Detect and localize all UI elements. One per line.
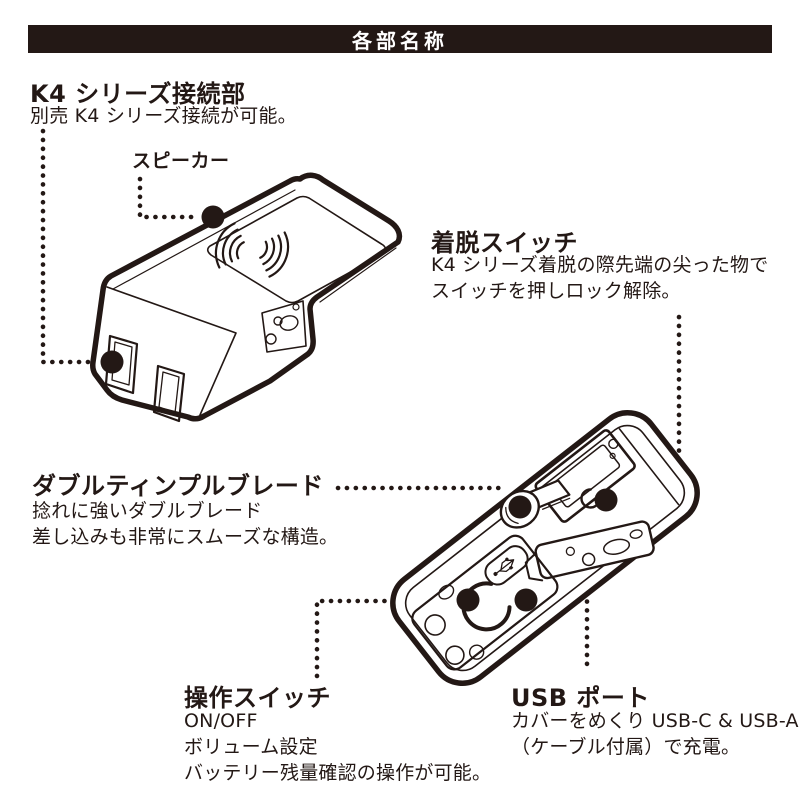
- usb-port-desc-line: カバーをめくり USB-C & USB-A: [511, 710, 799, 732]
- speaker-label: スピーカー: [132, 150, 230, 172]
- blade-desc-line: 差し込みも非常にスムーズな構造。: [32, 526, 339, 548]
- k4-connector-callout-dot: [100, 350, 124, 374]
- control-switch-desc-line: バッテリー残量確認の操作が可能。: [184, 762, 492, 784]
- control-button-ring: [461, 581, 512, 632]
- leader-speaker: [137, 176, 201, 220]
- leader-control-switch: [314, 598, 455, 679]
- detach-switch-desc: K4 シリーズ着脱の際先端の尖った物で スイッチを押しロック解除。: [431, 252, 768, 304]
- blade-desc: 捻れに強いダブルブレード 差し込みも非常にスムーズな構造。: [32, 498, 338, 550]
- k4-connector-title: K4 シリーズ接続部: [30, 80, 246, 108]
- detach-switch-desc-line: スイッチを押しロック解除。: [431, 280, 681, 302]
- latch-compartment: [524, 520, 655, 582]
- section-title-banner: 各部名称: [28, 25, 772, 53]
- usb-port-desc-line: （ケーブル付属）で充電。: [511, 736, 741, 758]
- k4-connector-desc: 別売 K4 シリーズ接続が可能。: [30, 105, 297, 127]
- speaker-callout-dot: [201, 205, 225, 229]
- detach-switch-title: 着脱スイッチ: [431, 229, 578, 257]
- control-switch-desc-line: ON/OFF: [184, 710, 258, 732]
- detach-switch-callout-dot: [594, 488, 618, 512]
- leader-usb-port: [540, 598, 590, 670]
- device-top-view-illustration: [390, 409, 700, 687]
- section-title: 各部名称: [352, 28, 448, 53]
- usb-icon: [493, 557, 515, 576]
- control-switch-title: 操作スイッチ: [184, 684, 331, 712]
- blade-title: ダブルティンプルブレード: [32, 472, 324, 500]
- usb-port-desc: カバーをめくり USB-C & USB-A （ケーブル付属）で充電。: [511, 708, 799, 760]
- detach-switch-desc-line: K4 シリーズ着脱の際先端の尖った物で: [431, 254, 769, 276]
- leader-k4-connector: [40, 128, 100, 365]
- blade-callout-dot: [508, 495, 532, 519]
- double-blade: [499, 479, 571, 529]
- leader-detach-switch: [620, 314, 682, 502]
- control-switch-callout-dot: [456, 588, 480, 612]
- blade-desc-line: 捻れに強いダブルブレード: [32, 500, 263, 522]
- control-switch-desc: ON/OFF ボリューム設定 バッテリー残量確認の操作が可能。: [184, 708, 491, 786]
- speaker-sound-waves-icon: [214, 222, 290, 278]
- detach-switch-hole: [580, 488, 601, 509]
- usb-port-title: USB ポート: [511, 684, 650, 712]
- device-angled-view-illustration: [90, 172, 403, 423]
- usb-port-callout-dot: [514, 588, 538, 612]
- control-switch-desc-line: ボリューム設定: [184, 736, 318, 758]
- usb-cover-slot: [484, 545, 529, 586]
